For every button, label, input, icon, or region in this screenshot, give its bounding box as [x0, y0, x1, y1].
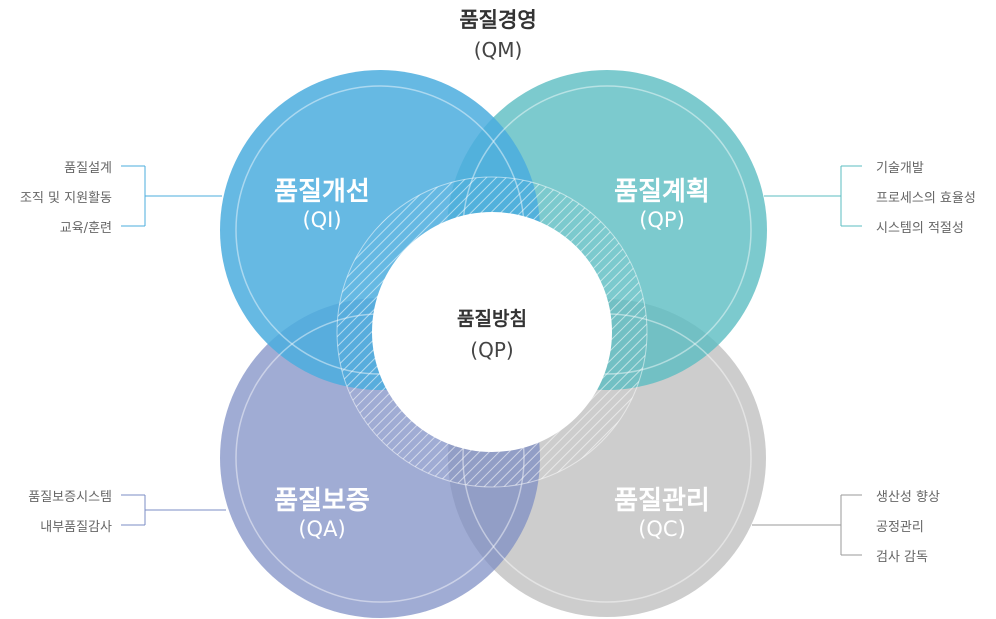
hatched-ring-outline [336, 176, 648, 488]
list-item: 프로세스의 효율성 [876, 191, 976, 206]
control-list: 생산성 향상 공정관리 검사 감독 [876, 486, 996, 566]
list-item: 내부품질감사 [40, 520, 112, 535]
list-item: 검사 감독 [876, 550, 928, 565]
planning-list: 기술개발 프로세스의 효율성 시스템의 적절성 [876, 157, 996, 237]
center-circle-quality-policy [372, 212, 612, 452]
list-item: 공정관리 [876, 520, 924, 535]
connector-assurance [121, 494, 226, 526]
quality-control-code: (QC) [638, 517, 686, 541]
list-item: 품질보증시스템 [28, 490, 112, 505]
list-item: 품질설계 [64, 161, 112, 176]
assurance-list: 품질보증시스템 내부품질감사 [0, 486, 112, 536]
list-item: 시스템의 적절성 [876, 221, 964, 236]
list-item: 기술개발 [876, 161, 924, 176]
quality-policy-code: (QP) [470, 338, 514, 362]
quality-improvement-code: (QI) [302, 208, 342, 232]
improvement-list: 품질설계 조직 및 지원활동 교육/훈련 [0, 157, 112, 237]
quality-assurance-code: (QA) [298, 517, 346, 541]
quality-management-code: (QM) [473, 38, 523, 62]
quality-planning-code: (QP) [639, 208, 685, 232]
connector-control [752, 494, 862, 556]
list-item: 생산성 향상 [876, 490, 940, 505]
list-item: 조직 및 지원활동 [20, 191, 112, 206]
quality-control-title: 품질관리 [614, 486, 710, 516]
quality-planning-title: 품질계획 [614, 177, 710, 207]
quality-improvement-title: 품질개선 [274, 177, 370, 207]
connector-improvement [121, 165, 222, 227]
quality-policy-title: 품질방침 [457, 308, 527, 330]
quality-assurance-title: 품질보증 [274, 486, 370, 516]
list-item: 교육/훈련 [59, 221, 112, 236]
connector-planning [764, 165, 862, 227]
quality-management-title: 품질경영 [459, 8, 537, 32]
